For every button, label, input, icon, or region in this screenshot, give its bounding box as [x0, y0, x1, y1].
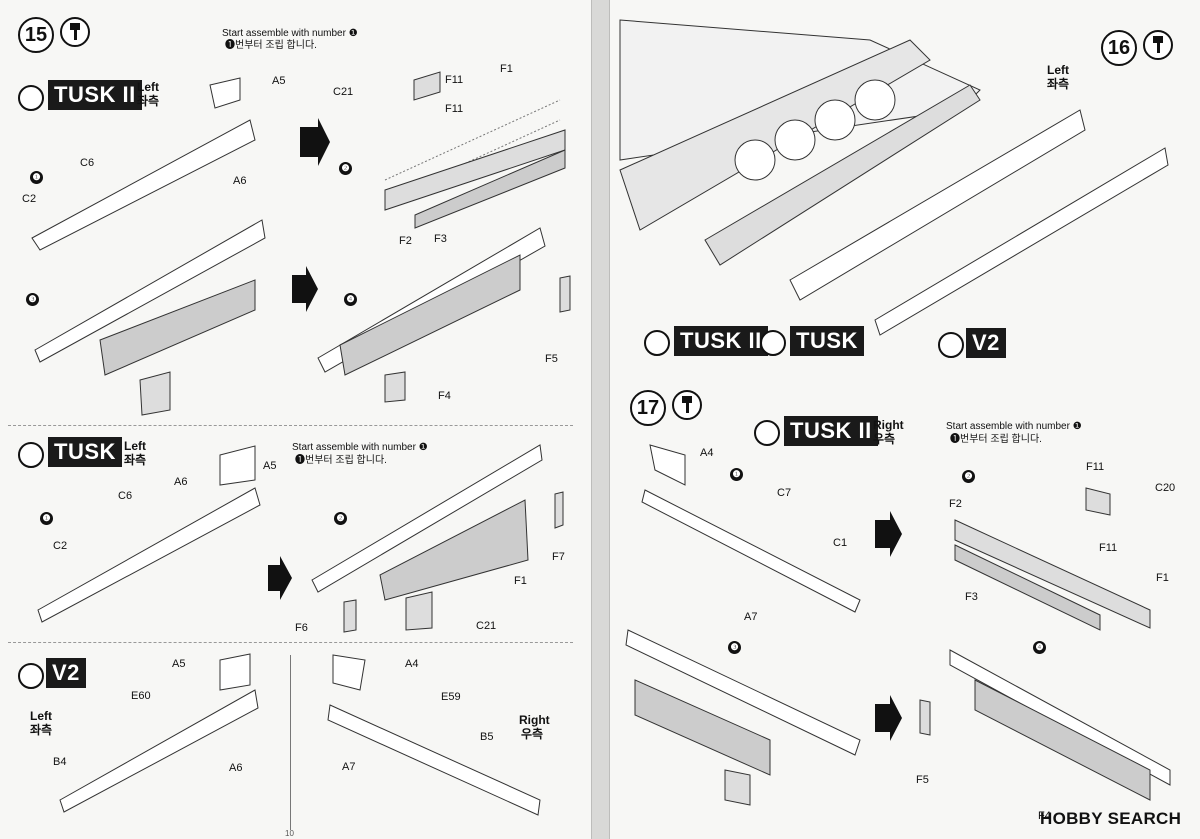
left-page: 15 Start assemble with number ❶ ❶번부터 조립 …: [0, 0, 592, 839]
part-label: B4: [53, 756, 67, 768]
part-label: F6: [295, 622, 308, 634]
part-label: B5: [480, 731, 494, 743]
side-view-icon: [938, 332, 964, 358]
part-label: F3: [965, 591, 978, 603]
tusk-side-en: Left: [124, 439, 146, 453]
tusk-ii-badge: TUSK II: [784, 416, 878, 446]
tusk-note-ko: ❶번부터 조립 합니다.: [295, 455, 387, 466]
sub-step-1: ❶: [40, 512, 53, 525]
part-label: C2: [53, 540, 68, 552]
part-label: F3: [434, 233, 447, 245]
sub-step-4: ❹: [344, 293, 357, 306]
v2-left-ko: 좌측: [30, 723, 53, 737]
part-label: C6: [118, 490, 133, 502]
v2-right-en: Right: [519, 713, 550, 727]
side-view-icon: [18, 85, 44, 111]
step-17-note-en: Start assemble with number ❶: [946, 421, 1082, 432]
part-label: F1: [514, 575, 527, 587]
part-label: C20: [1155, 482, 1176, 494]
part-label: E60: [131, 690, 151, 702]
step-15-note-en: Start assemble with number ❶: [222, 28, 358, 39]
part-label: C2: [22, 193, 37, 205]
side-view-icon: [754, 420, 780, 446]
page-number: 10: [285, 829, 294, 838]
tusk-badge: TUSK: [790, 326, 864, 356]
tusk-side-ko: 좌측: [124, 453, 147, 467]
side-view-icon: [760, 330, 786, 356]
step-16-number: 16: [1101, 30, 1137, 66]
part-label: F11: [445, 103, 464, 115]
part-label: A6: [229, 762, 243, 774]
step-17-note-ko: ❶번부터 조립 합니다.: [950, 434, 1042, 445]
sub-step-1: ❶: [730, 468, 743, 481]
side-view-icon: [18, 442, 44, 468]
step-15-note-ko: ❶번부터 조립 합니다.: [225, 40, 317, 51]
part-label: F4: [1038, 810, 1051, 822]
left-page-line-art: [31, 71, 571, 816]
part-label: A7: [342, 761, 356, 773]
step-15-side-ko: 좌측: [137, 94, 160, 108]
part-label: C7: [777, 487, 792, 499]
part-label: F11: [445, 74, 464, 86]
part-label: F2: [949, 498, 962, 510]
part-label: F5: [916, 774, 929, 786]
sub-step-4: ❹: [1033, 641, 1046, 654]
part-label: A6: [233, 175, 247, 187]
v2-badge: V2: [966, 328, 1006, 358]
part-label: C6: [80, 157, 95, 169]
hobby-search-watermark: HOBBY SEARCH: [1040, 809, 1182, 828]
step-16-side-en: Left: [1047, 63, 1069, 77]
step-15-side-en: Left: [137, 80, 159, 94]
part-label: A5: [263, 460, 277, 472]
right-page: 16 Left 좌측 TUSK II TUSK V2 17 TUSK II Ri…: [609, 0, 1200, 839]
section-divider: [8, 642, 573, 643]
part-label: A5: [172, 658, 186, 670]
part-label: A7: [744, 611, 758, 623]
v2-right-ko: 우측: [521, 727, 544, 741]
part-label: A5: [272, 75, 286, 87]
side-view-icon: [644, 330, 670, 356]
part-label: F1: [1156, 572, 1169, 584]
part-label: F7: [552, 551, 565, 563]
cement-icon: [1143, 30, 1173, 60]
step-17-side-en: Right: [873, 418, 904, 432]
part-label: F1: [500, 63, 513, 75]
part-label: A4: [700, 447, 714, 459]
part-label: F5: [545, 353, 558, 365]
section-divider: [8, 425, 573, 426]
cement-icon: [672, 390, 702, 420]
step-16-side-ko: 좌측: [1047, 77, 1070, 91]
step-17-number: 17: [630, 390, 666, 426]
side-view-icon: [18, 663, 44, 689]
tusk-badge: TUSK: [48, 437, 122, 467]
part-label: C21: [476, 620, 497, 632]
tusk-ii-badge: TUSK II: [48, 80, 142, 110]
part-label: E59: [441, 691, 461, 703]
step-17-side-ko: 우측: [873, 432, 896, 446]
sub-step-1: ❶: [30, 171, 43, 184]
cement-icon: [60, 17, 90, 47]
sub-step-3: ❸: [26, 293, 39, 306]
v2-left-en: Left: [30, 709, 52, 723]
sub-step-2: ❷: [339, 162, 352, 175]
part-label: F4: [438, 390, 451, 402]
part-label: A6: [174, 476, 188, 488]
part-label: C1: [833, 537, 848, 549]
part-label: A4: [405, 658, 419, 670]
tusk-ii-badge: TUSK II: [674, 326, 768, 356]
right-page-line-art: [619, 19, 1171, 806]
sub-step-3: ❸: [728, 641, 741, 654]
tusk-note-en: Start assemble with number ❶: [292, 442, 428, 453]
sub-step-2: ❷: [962, 470, 975, 483]
v2-badge: V2: [46, 658, 86, 688]
sub-step-2: ❷: [334, 512, 347, 525]
part-label: F11: [1086, 461, 1105, 473]
part-label: C21: [333, 86, 354, 98]
step-15-number: 15: [18, 17, 54, 53]
part-label: F11: [1099, 542, 1118, 554]
part-label: F2: [399, 235, 412, 247]
column-divider: [290, 655, 291, 830]
